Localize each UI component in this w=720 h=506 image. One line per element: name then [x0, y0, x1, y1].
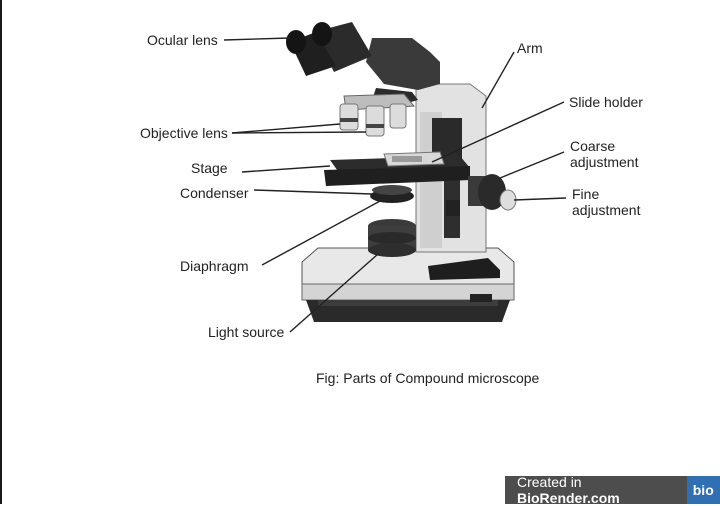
label-slide-holder: Slide holder — [569, 94, 643, 110]
label-fine-line2: adjustment — [572, 202, 640, 218]
label-stage: Stage — [191, 160, 228, 176]
label-coarse-line2: adjustment — [570, 154, 638, 170]
badge-prefix: Created in — [517, 474, 582, 490]
label-diaphragm: Diaphragm — [180, 258, 248, 274]
label-fine-line1: Fine — [572, 186, 640, 202]
figure-caption: Fig: Parts of Compound microscope — [316, 370, 539, 386]
label-light-source: Light source — [208, 324, 284, 340]
label-ocular-lens: Ocular lens — [147, 32, 218, 48]
biorender-badge[interactable]: Created in BioRender.com bio — [505, 476, 720, 504]
label-coarse-line1: Coarse — [570, 138, 638, 154]
label-condenser: Condenser — [180, 185, 249, 201]
label-fine-adjustment: Fine adjustment — [572, 186, 640, 218]
label-arm: Arm — [517, 40, 543, 56]
biorender-logo-icon: bio — [687, 476, 720, 504]
label-objective-lens: Objective lens — [140, 125, 228, 141]
badge-text: Created in BioRender.com — [505, 474, 687, 506]
label-coarse-adjustment: Coarse adjustment — [570, 138, 638, 170]
